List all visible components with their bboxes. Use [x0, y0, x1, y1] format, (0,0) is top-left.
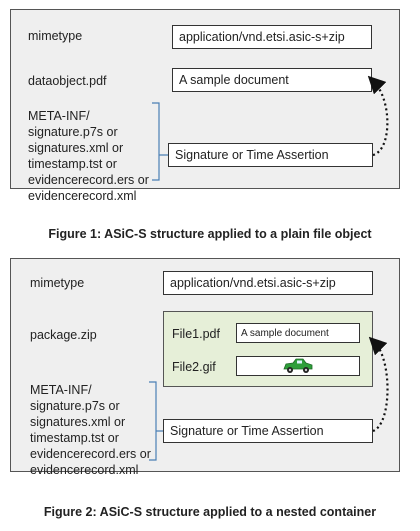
fig1-meta-line: signature.p7s or [28, 125, 118, 139]
fig1-meta-line: evidencerecord.xml [28, 189, 137, 203]
fig2-meta-line: evidencerecord.ers or [30, 447, 151, 461]
fig2-dotted-arrow [368, 336, 389, 433]
file2-box [236, 356, 360, 376]
fig1-mimetype-box: application/vnd.etsi.asic-s+zip [172, 25, 372, 49]
fig2-bracket [149, 381, 163, 461]
fig1-dotted-arrow [367, 75, 389, 157]
fig2-meta-line: evidencerecord.xml [30, 463, 139, 477]
fig1-mimetype-label: mimetype [28, 29, 83, 43]
fig2-meta-line: signatures.xml or [30, 415, 126, 429]
fig2-mimetype-box: application/vnd.etsi.asic-s+zip [163, 271, 373, 295]
fig1-dataobject-label: dataobject.pdf [28, 74, 107, 88]
fig2-package-label: package.zip [30, 328, 97, 342]
figure2-caption: Figure 2: ASiC-S structure applied to a … [43, 505, 377, 519]
fig2-meta-line: META-INF/ [30, 383, 92, 397]
fig1-signature-box: Signature or Time Assertion [168, 143, 373, 167]
figure1-caption: Figure 1: ASiC-S structure applied to a … [48, 227, 372, 241]
fig1-dataobject-box: A sample document [172, 68, 372, 92]
car-icon [283, 358, 313, 373]
fig1-meta-line: evidencerecord.ers or [28, 173, 149, 187]
fig2-meta-line: timestamp.tst or [30, 431, 119, 445]
fig1-meta-line: timestamp.tst or [28, 157, 117, 171]
fig1-meta-line: META-INF/ [28, 109, 90, 123]
fig1-meta-line: signatures.xml or [28, 141, 124, 155]
file2-label: File2.gif [172, 360, 216, 374]
file1-box: A sample document [236, 323, 360, 343]
fig1-bracket [152, 102, 168, 181]
file1-label: File1.pdf [172, 327, 220, 341]
fig2-meta-line: signature.p7s or [30, 399, 120, 413]
fig2-signature-box: Signature or Time Assertion [163, 419, 373, 443]
fig2-mimetype-label: mimetype [30, 276, 85, 290]
